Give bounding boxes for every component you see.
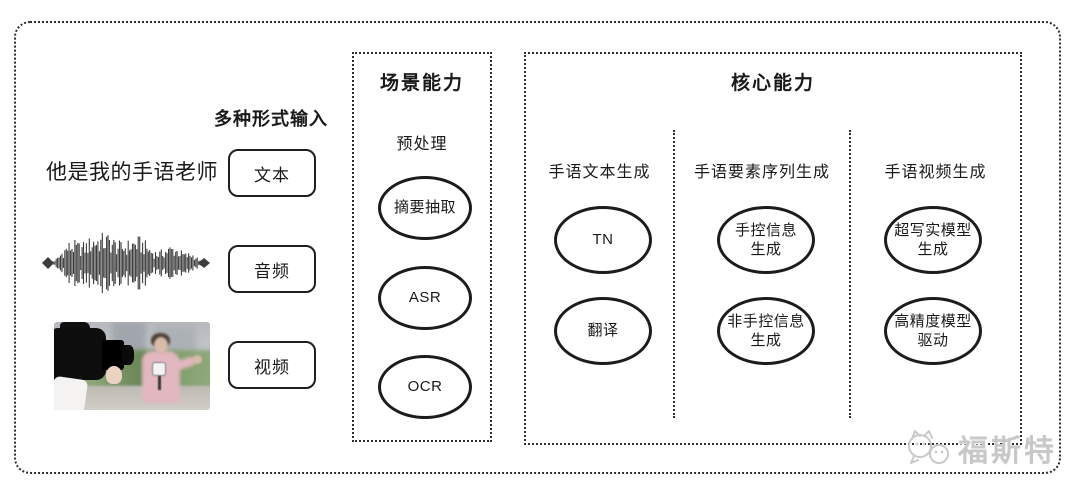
- node-label: 超写实模型 生成: [894, 221, 972, 259]
- node-label: 手控信息 生成: [734, 221, 797, 259]
- column-divider: [849, 130, 851, 418]
- input-type-label: 视频: [254, 357, 290, 377]
- input-type-box-text: 文本: [228, 149, 316, 197]
- node-label: 摘要抽取: [393, 199, 456, 217]
- watermark-brand-text: 福斯特: [958, 435, 1057, 468]
- input-section-title: 多种形式输入: [214, 109, 328, 129]
- input-type-box-video: 视频: [228, 341, 316, 389]
- watermark: 福斯特: [904, 426, 1057, 470]
- scene-panel-title: 场景能力: [379, 73, 464, 94]
- photo-reporter-face: [154, 337, 168, 353]
- photo-microphone-flag: [153, 363, 165, 375]
- node-high-precision-model-driving: 高精度模型 驱动: [884, 297, 982, 365]
- outer-dashed-frame: [14, 21, 1061, 474]
- node-label: TN: [592, 231, 614, 249]
- core-capability-panel: 核心能力 手语文本生成 手语要素序列生成 手语视频生成 TN 翻译 手控信息 生…: [524, 52, 1022, 445]
- column-header-sl-element-sequence-generation: 手语要素序列生成: [693, 164, 830, 181]
- node-label: 高精度模型 驱动: [894, 312, 972, 350]
- photo-reporter-body: [142, 351, 180, 403]
- photo-camera-lens-hood: [122, 345, 134, 365]
- input-type-label: 文本: [254, 165, 290, 185]
- photo-reporter-hand: [193, 355, 202, 364]
- video-input-photo: [54, 322, 210, 410]
- text-input-sample: 他是我的手语老师: [46, 161, 218, 184]
- node-non-manual-info-generation: 非手控信息 生成: [717, 297, 815, 365]
- column-divider: [673, 130, 675, 418]
- node-hyperrealistic-model-generation: 超写实模型 生成: [884, 206, 982, 274]
- photo-camera-body: [54, 328, 106, 380]
- node-manual-info-generation: 手控信息 生成: [717, 206, 815, 274]
- photo-cameraman-sleeve: [54, 375, 89, 410]
- node-label: ASR: [408, 289, 442, 307]
- photo-microphone-handle: [158, 374, 161, 390]
- column-header-sl-text-generation: 手语文本生成: [548, 164, 651, 181]
- node-ocr: OCR: [378, 355, 472, 419]
- photo-cameraman-hand: [106, 366, 122, 384]
- audio-waveform-icon: [42, 232, 210, 294]
- node-translation: 翻译: [554, 297, 652, 365]
- scene-capability-panel: 场景能力 预处理 摘要抽取 ASR OCR: [352, 52, 492, 442]
- node-label: OCR: [407, 378, 443, 396]
- photo-camera-lens: [102, 340, 124, 370]
- node-label: 非手控信息 生成: [727, 312, 805, 350]
- input-type-label: 音频: [254, 261, 290, 281]
- node-summary-extraction: 摘要抽取: [378, 176, 472, 240]
- node-asr: ASR: [378, 266, 472, 330]
- column-header-sl-video-generation: 手语视频生成: [884, 164, 987, 181]
- watermark-logo-icon: [908, 430, 949, 464]
- input-type-box-audio: 音频: [228, 245, 316, 293]
- preprocess-label: 预处理: [396, 136, 448, 153]
- node-tn: TN: [554, 206, 652, 274]
- node-label: 翻译: [587, 322, 619, 340]
- core-panel-title: 核心能力: [730, 73, 815, 94]
